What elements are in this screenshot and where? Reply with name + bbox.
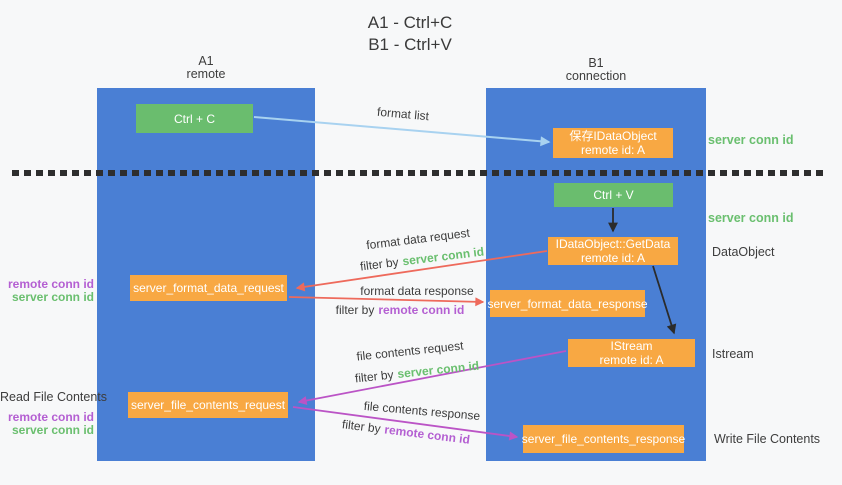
file-contents-request-label: file contents request (356, 338, 464, 363)
format-list-label: format list (376, 105, 429, 123)
server-file-contents-response-box: server_file_contents_response (521, 425, 686, 453)
istream-line1: IStream (610, 339, 653, 353)
server-conn-id-left-label-1: server conn id (11, 290, 94, 304)
read-file-contents-label: Read File Contents (0, 390, 108, 404)
filter-by-text: filter by (335, 303, 375, 317)
title-line-2: B1 - Ctrl+V (368, 35, 452, 54)
remote-conn-id-text: remote conn id (383, 422, 471, 447)
server-conn-id-left-label-2: server conn id (11, 423, 94, 437)
save-idataobject-line2: remote id: A (580, 143, 646, 157)
format-data-response-label: format data response (360, 284, 473, 298)
session-divider-dashed-line (12, 170, 828, 176)
remote-conn-id-left-label-1: remote conn id (7, 277, 94, 291)
server-conn-id-right-label-1: server conn id (708, 133, 794, 147)
column-a1-name: A1 (198, 54, 214, 68)
ctrl-v-label: Ctrl + V (593, 188, 634, 202)
ctrl-v-box: Ctrl + V (554, 183, 673, 207)
server-conn-id-text: server conn id (396, 358, 480, 382)
server-file-contents-request-label: server_file_contents_request (130, 398, 286, 412)
remote-conn-id-left-label-2: remote conn id (7, 410, 94, 424)
column-b1-header: B1 connection (566, 57, 626, 83)
save-idataobject-line1: 保存IDataObject (569, 129, 657, 143)
dataobject-label: DataObject (712, 245, 775, 259)
file-contents-request-text: file contents request (355, 338, 465, 364)
column-b1-subtitle: connection (565, 69, 627, 83)
filter-by-text: filter by (359, 254, 400, 274)
column-a1-subtitle: remote (186, 67, 226, 81)
conn-id-pair-left-top: remote conn id server conn id (0, 278, 94, 304)
server-format-data-request-box: server_format_data_request (130, 275, 287, 301)
getdata-line1: IDataObject::GetData (555, 237, 671, 251)
server-format-data-request-label: server_format_data_request (133, 281, 284, 295)
server-format-data-response-label: server_format_data_response (487, 296, 648, 311)
server-conn-id-text: server conn id (401, 244, 485, 269)
idataobject-getdata-box: IDataObject::GetData remote id: A (548, 237, 678, 265)
diagram-title: A1 - Ctrl+C B1 - Ctrl+V (368, 12, 453, 56)
file-contents-response-text: file contents response (363, 398, 481, 424)
filter-by-text: filter by (354, 367, 395, 386)
conn-id-pair-left-bottom: remote conn id server conn id (0, 411, 94, 437)
istream-line2: remote id: A (599, 353, 664, 367)
istream-side-label: Istream (712, 347, 754, 361)
write-file-contents-label: Write File Contents (714, 432, 821, 446)
ctrl-c-box: Ctrl + C (136, 104, 253, 133)
format-data-response-text: format data response (360, 284, 474, 298)
title-line-1: A1 - Ctrl+C (367, 13, 453, 32)
server-format-data-response-box: server_format_data_response (487, 290, 648, 317)
server-file-contents-response-label: server_file_contents_response (521, 432, 686, 446)
istream-box: IStream remote id: A (568, 339, 695, 367)
format-list-text: format list (376, 104, 430, 124)
file-contents-response-label: file contents response (363, 399, 481, 423)
remote-conn-id-text: remote conn id (378, 303, 465, 317)
server-file-contents-request-box: server_file_contents_request (128, 392, 288, 418)
getdata-line2: remote id: A (580, 251, 645, 265)
server-conn-id-right-label-2: server conn id (708, 211, 794, 225)
ctrl-c-label: Ctrl + C (173, 111, 215, 126)
column-b1-name: B1 (588, 56, 604, 70)
filter-by-text: filter by (341, 417, 382, 436)
save-idataobject-box: 保存IDataObject remote id: A (553, 128, 673, 158)
column-a1-header: A1 remote (187, 55, 226, 81)
